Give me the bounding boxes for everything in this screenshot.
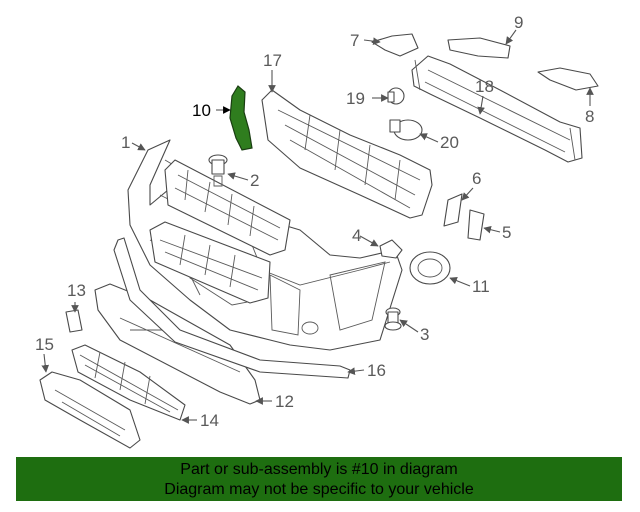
callout-16: 16 bbox=[367, 361, 386, 380]
callout-7: 7 bbox=[350, 31, 359, 50]
part-13-cover[interactable] bbox=[65, 309, 83, 333]
leader-lines bbox=[41, 29, 594, 424]
upper-grille bbox=[164, 159, 291, 256]
banner-line-part-number: Part or sub-assembly is #10 in diagram bbox=[180, 461, 458, 478]
part-17-energy-absorber[interactable] bbox=[261, 89, 433, 219]
callout-11: 11 bbox=[472, 277, 490, 296]
callout-17: 17 bbox=[263, 51, 282, 70]
part-18-impact-bar[interactable] bbox=[411, 55, 583, 163]
callout-6: 6 bbox=[472, 169, 481, 188]
callout-4: 4 bbox=[352, 226, 361, 245]
callout-10: 10 bbox=[192, 101, 211, 120]
part-8-bracket[interactable] bbox=[537, 67, 599, 91]
part-7-bracket[interactable] bbox=[371, 33, 419, 57]
callout-8: 8 bbox=[585, 107, 594, 126]
callout-20: 20 bbox=[440, 133, 459, 152]
part-9-bracket[interactable] bbox=[447, 37, 511, 59]
part-info-banner: Part or sub-assembly is #10 in diagram D… bbox=[16, 457, 622, 501]
part-4-bracket[interactable] bbox=[379, 239, 403, 259]
parts-diagram: 1 2 3 4 5 6 7 8 9 10 11 12 13 14 15 16 1… bbox=[35, 13, 599, 449]
banner-line-disclaimer: Diagram may not be specific to your vehi… bbox=[164, 481, 474, 498]
part-10-shape bbox=[229, 85, 253, 151]
callout-19: 19 bbox=[346, 89, 365, 108]
lower-grille bbox=[149, 221, 271, 304]
part-5-bracket[interactable] bbox=[467, 209, 485, 241]
callout-13: 13 bbox=[67, 281, 86, 300]
callout-12: 12 bbox=[275, 392, 294, 411]
part-20-sensor[interactable] bbox=[389, 119, 423, 141]
callout-3: 3 bbox=[420, 325, 429, 344]
callout-labels: 1 2 3 4 5 6 7 8 9 10 11 12 13 14 15 16 1… bbox=[35, 13, 594, 430]
part-6-bracket[interactable] bbox=[443, 193, 463, 227]
part-11-fog-lamp-bezel[interactable] bbox=[409, 251, 451, 285]
part-14-mesh-grille[interactable] bbox=[71, 344, 186, 421]
part-10-highlighted-deflector[interactable] bbox=[229, 85, 253, 151]
part-3-bolt[interactable] bbox=[384, 307, 402, 331]
part-2-bolt[interactable] bbox=[208, 154, 228, 187]
callout-15: 15 bbox=[35, 335, 54, 354]
callout-14: 14 bbox=[200, 411, 219, 430]
callout-5: 5 bbox=[502, 223, 511, 242]
callout-9: 9 bbox=[514, 13, 523, 32]
callout-2: 2 bbox=[250, 171, 259, 190]
part-19-clip[interactable] bbox=[387, 87, 405, 105]
callout-1: 1 bbox=[121, 133, 130, 152]
part-15-lower-panel[interactable] bbox=[39, 371, 141, 449]
callout-18: 18 bbox=[475, 77, 494, 96]
